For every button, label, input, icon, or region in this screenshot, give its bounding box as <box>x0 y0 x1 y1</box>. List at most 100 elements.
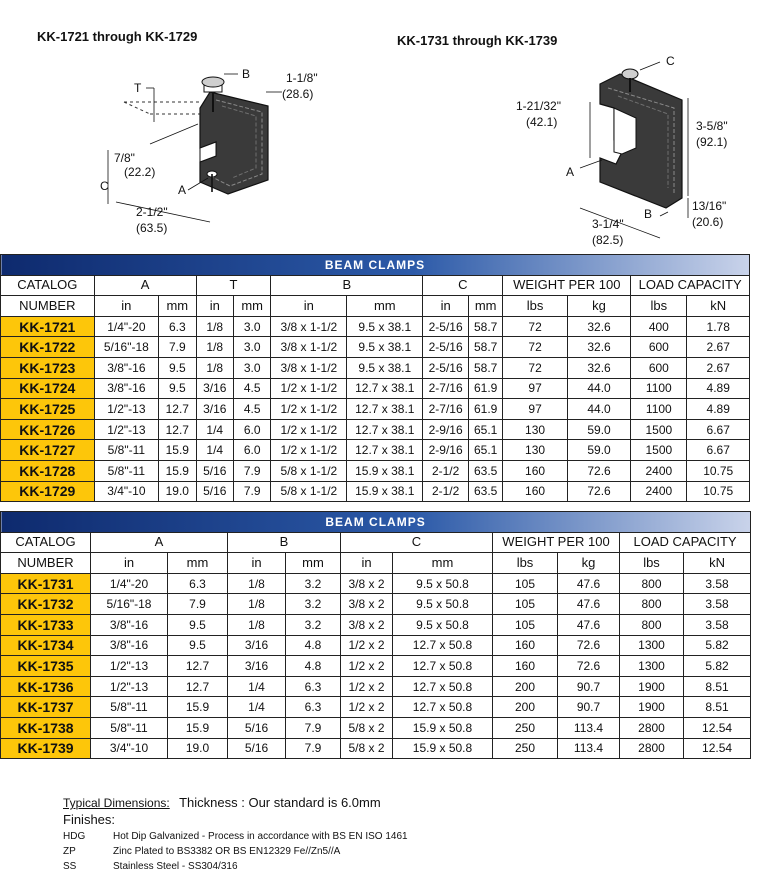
table-cell: 3/8"-16 <box>93 356 160 379</box>
clamp-diagram-kk1721: B 1-1/8" (28.6) T 7/8" (22.2) C A 2-1/2"… <box>100 67 318 235</box>
table-banner: BEAM CLAMPS <box>0 511 752 533</box>
header-a-in: in <box>93 295 160 317</box>
table-cell: 7.9 <box>285 737 341 760</box>
catalog-number-cell: KK-1732 <box>0 593 91 615</box>
table-cell: 113.4 <box>557 737 620 760</box>
table-cell: 3/4"-10 <box>90 737 168 760</box>
table-cell: 63.5 <box>468 459 504 482</box>
table-cell: 12.54 <box>682 716 752 739</box>
catalog-number-cell: KK-1736 <box>0 675 91 698</box>
table-cell: 130 <box>502 418 568 441</box>
table-cell: 15.9 x 38.1 <box>346 480 424 503</box>
dim-mid-inches: 7/8" <box>114 151 135 165</box>
table-cell: 44.0 <box>566 398 632 420</box>
header-b: B <box>270 274 424 297</box>
finish-description: Stainless Steel - SS304/316 <box>113 861 238 872</box>
table-cell: 3/8 x 2 <box>340 593 393 615</box>
dim-left-inches: 1-21/32" <box>516 99 561 113</box>
table-cell: 160 <box>502 480 568 503</box>
table-cell: 5/8 x 2 <box>340 716 393 739</box>
table-cell: 2-5/16 <box>422 336 470 358</box>
table-cell: 6.67 <box>686 439 750 461</box>
table-cell: 15.9 <box>158 459 197 482</box>
table-cell: 12.7 x 38.1 <box>346 418 424 441</box>
table-cell: 3.58 <box>682 593 752 615</box>
finishes-label: Finishes: <box>63 812 116 827</box>
header-weight: WEIGHT PER 100 <box>502 274 632 297</box>
table-cell: 3/8 x 2 <box>340 572 393 595</box>
table-cell: 4.8 <box>285 634 341 657</box>
table-cell: 61.9 <box>468 377 504 400</box>
typical-dimensions-text: Thickness : Our standard is 6.0mm <box>179 795 381 810</box>
table-cell: 3.0 <box>232 356 272 379</box>
table-cell: 600 <box>630 356 688 379</box>
table-cell: 2-9/16 <box>422 439 470 461</box>
table-cell: 6.3 <box>158 315 197 338</box>
table-cell: 3/8"-16 <box>90 613 168 636</box>
table-cell: 9.5 <box>167 634 228 657</box>
table-cell: 5/8 x 2 <box>340 737 393 760</box>
table-cell: 3.58 <box>682 613 752 636</box>
catalog-number-cell: KK-1726 <box>0 418 95 441</box>
table-cell: 3.0 <box>232 315 272 338</box>
table-cell: 1/4 <box>227 675 286 698</box>
table-cell: 2800 <box>619 737 684 760</box>
table-cell: 3/4"-10 <box>93 480 160 503</box>
table-cell: 400 <box>630 315 688 338</box>
table-cell: 12.7 <box>167 655 228 677</box>
table-cell: 9.5 <box>158 356 197 379</box>
header-c-mm: mm <box>468 295 504 317</box>
catalog-number-cell: KK-1728 <box>0 459 95 482</box>
table-cell: 1/8 <box>227 613 286 636</box>
table-cell: 19.0 <box>167 737 228 760</box>
table-cell: 3/16 <box>195 398 234 420</box>
table-cell: 4.89 <box>686 398 750 420</box>
table-cell: 15.9 x 50.8 <box>392 737 493 760</box>
table-cell: 47.6 <box>557 613 620 636</box>
header-b-mm: mm <box>346 295 424 317</box>
table-cell: 97 <box>502 398 568 420</box>
table-cell: 9.5 x 50.8 <box>392 593 493 615</box>
catalog-number-cell: KK-1723 <box>0 356 95 379</box>
header-c-in: in <box>422 295 470 317</box>
table-cell: 58.7 <box>468 315 504 338</box>
header-a-in: in <box>90 552 168 574</box>
beam-flange-outline <box>123 101 208 115</box>
set-screw-b <box>201 76 225 112</box>
beam-clamps-table-kk1721: BEAM CLAMPS CATALOG A T B C WEIGHT PER 1… <box>0 254 750 503</box>
table-cell: 3.2 <box>285 613 341 636</box>
finish-code: SS <box>63 861 77 872</box>
table-cell: 5/8"-11 <box>93 459 160 482</box>
label-b: B <box>644 207 652 221</box>
table-cell: 7.9 <box>158 336 197 358</box>
label-b: B <box>242 67 250 81</box>
header-t-mm: mm <box>232 295 272 317</box>
table-cell: 250 <box>492 716 558 739</box>
table-cell: 3.2 <box>285 572 341 595</box>
header-t: T <box>195 274 272 297</box>
table-cell: 6.67 <box>686 418 750 441</box>
header-a-mm: mm <box>167 552 228 574</box>
label-t: T <box>134 81 142 95</box>
dimension-lines <box>579 61 689 239</box>
header-number: NUMBER <box>0 552 91 574</box>
table-cell: 160 <box>492 655 558 677</box>
table-cell: 160 <box>492 634 558 657</box>
table-cell: 10.75 <box>686 480 750 503</box>
catalog-number-cell: KK-1733 <box>0 613 91 636</box>
table-cell: 1/2 x 1-1/2 <box>270 398 348 420</box>
table-cell: 5/16 <box>195 459 234 482</box>
dim-mid-mm: (22.2) <box>124 165 155 179</box>
table-cell: 97 <box>502 377 568 400</box>
table-cell: 15.9 x 38.1 <box>346 459 424 482</box>
finish-row: ZP Zinc Plated to BS3382 OR BS EN12329 F… <box>63 846 408 857</box>
table-cell: 1/2 x 2 <box>340 655 393 677</box>
